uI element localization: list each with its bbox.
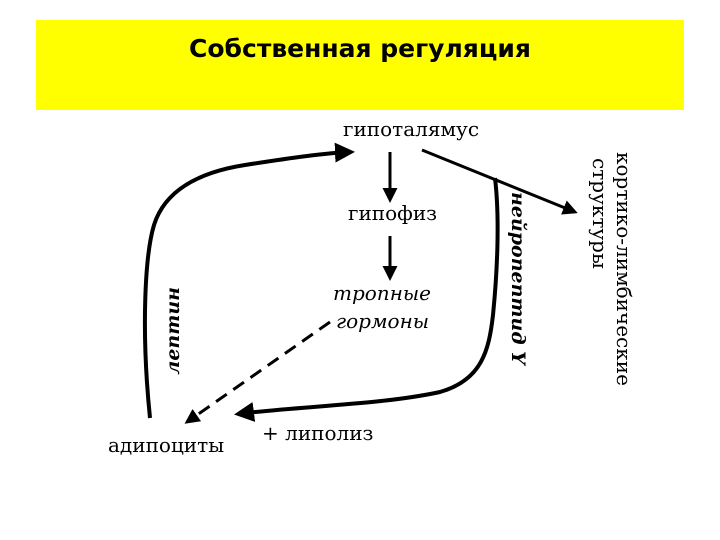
neuropeptide-y-label: нейропептид Y: [507, 192, 529, 367]
hypothalamus-label: гипоталямус: [343, 117, 479, 141]
slide-title: Собственная регуляция: [189, 34, 531, 63]
lipolysis-label: + липолиз: [262, 421, 373, 445]
title-banner: Собственная регуляция: [36, 20, 684, 110]
leptin-arrow: [142, 142, 355, 419]
neuropeptide-y-arrow: [234, 177, 500, 422]
adipocytes-label: адипоциты: [108, 433, 224, 457]
cortico-limbic-label-line1: кортико-лимбические: [612, 152, 636, 386]
tropic-hormones-label-line2: гормоны: [336, 309, 429, 333]
tropic-to-adipocytes-dashed-arrow: [184, 320, 331, 424]
tropic-hormones-label-line1: тропные: [333, 281, 431, 305]
hypothalamus-to-cortico-limbic-arrow: [421, 148, 578, 215]
pituitary-label: гипофиз: [348, 201, 437, 225]
leptin-label: лептин: [162, 287, 184, 375]
cortico-limbic-label-line2: структуры: [588, 158, 612, 269]
